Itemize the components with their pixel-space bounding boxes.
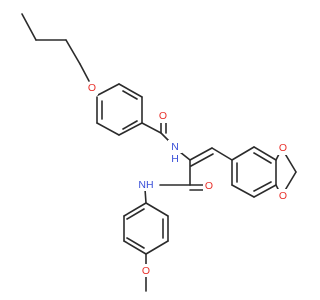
butyl-chain bbox=[21, 13, 90, 82]
methoxy-oxygen-label: O bbox=[142, 265, 150, 277]
amide2-nitrogen-label: NH bbox=[138, 179, 153, 191]
amide2-oxygen-label: O bbox=[205, 180, 213, 192]
methoxyphenyl-ring bbox=[123, 202, 169, 292]
benzamide-group bbox=[141, 120, 172, 144]
butoxyphenyl-ring bbox=[96, 83, 143, 136]
anilide-group bbox=[144, 184, 204, 204]
dioxole-top-oxygen-label: O bbox=[279, 142, 287, 154]
dioxole-bottom-oxygen-label: O bbox=[279, 190, 287, 202]
amide1-oxygen-label: O bbox=[159, 110, 167, 122]
structure-svg: O O N H O O O NH O bbox=[21, 13, 297, 292]
amide1-nitrogen-label: N bbox=[171, 141, 179, 153]
molecule-diagram: O O N H O O O NH O bbox=[21, 13, 297, 292]
alkene-core bbox=[179, 147, 233, 186]
butoxy-oxygen-label: O bbox=[88, 82, 96, 94]
benzodioxole-ring bbox=[231, 146, 297, 198]
amide1-h-label: H bbox=[171, 153, 179, 165]
atom-labels: O O N H O O O NH O bbox=[86, 82, 290, 277]
